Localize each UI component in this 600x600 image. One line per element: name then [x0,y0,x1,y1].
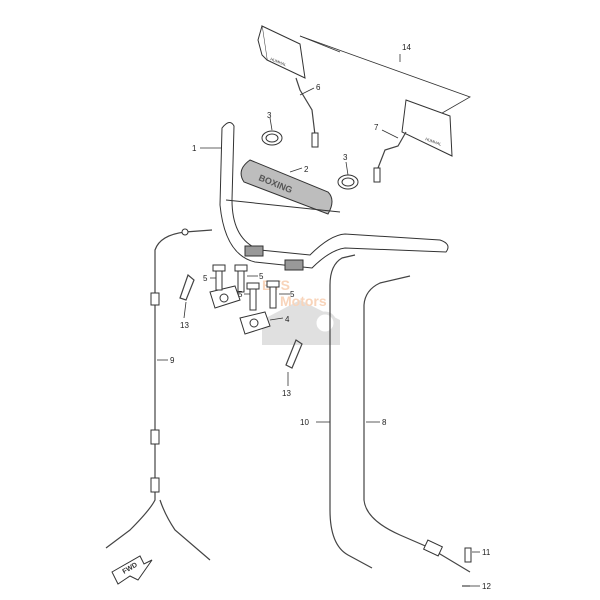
mirror-clamp-right [337,174,359,190]
upper-holder-left [209,285,241,309]
brake-cable [363,275,471,573]
handlebar [219,122,449,271]
callout-2: 2 [304,165,309,174]
bolt-b [234,264,248,293]
callout-6: 6 [316,83,321,92]
callout-14: 14 [402,43,411,52]
cable-clip-left [179,273,195,301]
mirror-clamp-left [261,130,283,146]
callout-9: 9 [170,356,175,365]
callout-8: 8 [382,418,387,427]
cable-clip-right [285,339,303,369]
callout-4: 4 [285,315,290,324]
callout-10: 10 [300,418,309,427]
callout-5b: 5 [259,272,264,281]
callout-5a: 5 [203,274,208,283]
grip: BOXING [240,159,333,215]
bolt-11 [464,547,472,563]
bolt-c [246,282,260,311]
callout-5c: 5 [238,290,243,299]
callout-13b: 13 [282,389,291,398]
right-mirror-brand: HUMHAL [425,136,443,147]
callout-11: 11 [482,548,491,557]
callout-13a: 13 [180,321,189,330]
bolt-d [266,280,280,309]
callout-7: 7 [374,123,379,132]
callout-3b: 3 [343,153,348,162]
right-mirror: HUMHAL [373,99,453,183]
watermark-line2: Motors [280,293,327,309]
callout-1: 1 [192,144,197,153]
callout-5d: 5 [290,290,295,299]
callout-3a: 3 [267,111,272,120]
throttle-cable [105,228,213,561]
upper-holder-right [239,311,271,335]
left-mirror-brand: HUMHAL [270,56,288,67]
callout-12: 12 [482,582,491,591]
clutch-cable [329,254,373,569]
left-mirror: HUMHAL [257,25,319,148]
mirror-set-bracket [299,35,471,121]
bolt-a [212,264,226,291]
fwd-arrow: FWD [111,555,153,585]
